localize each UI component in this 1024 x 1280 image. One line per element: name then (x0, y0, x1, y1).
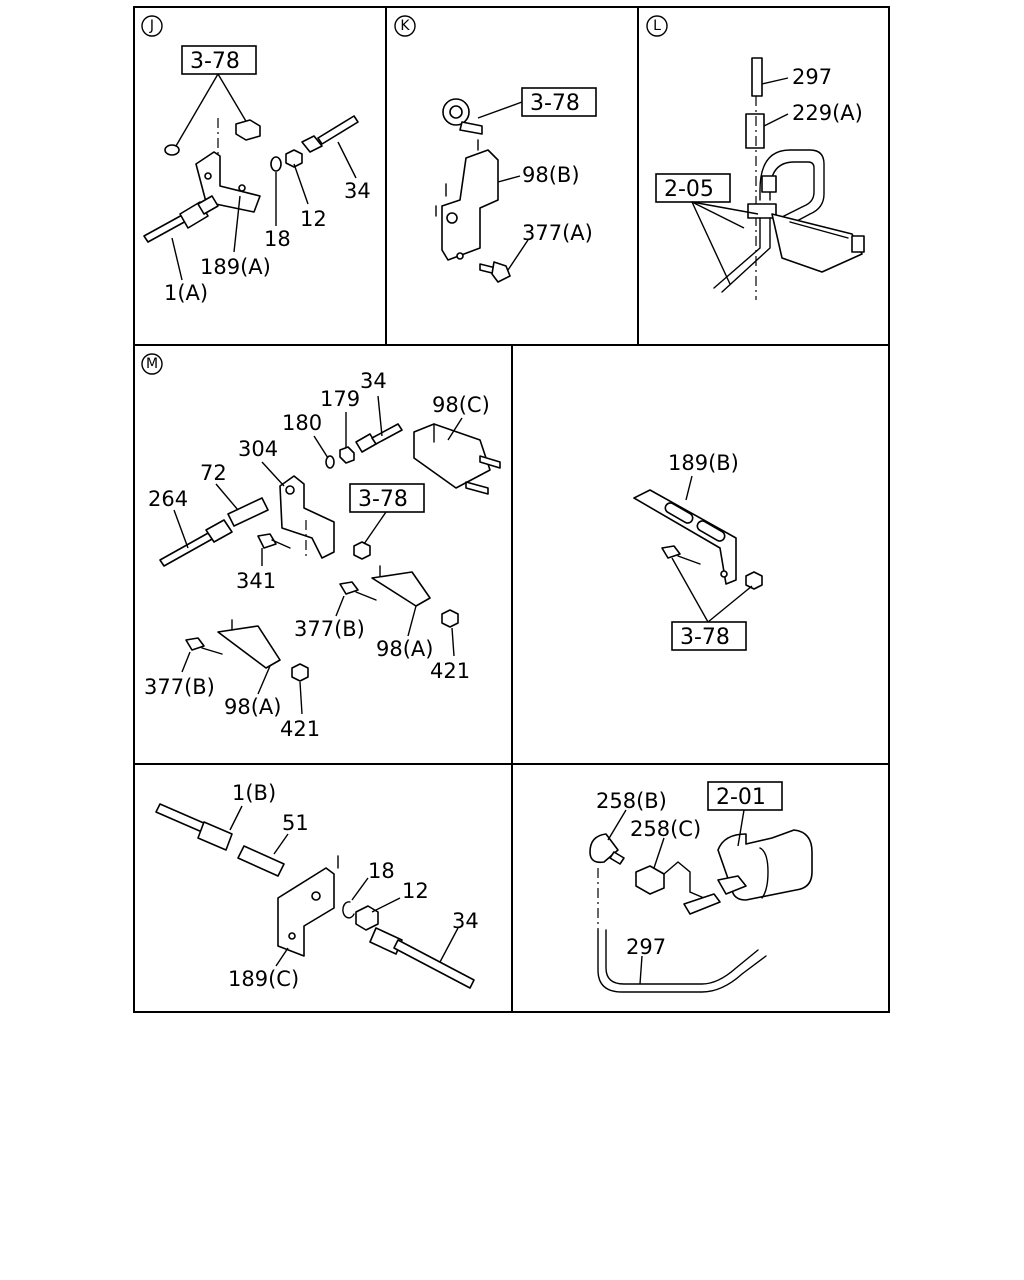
pipe-264 (159, 531, 215, 567)
nut-12 (285, 149, 303, 168)
panel-l: L 2-05 297 229(A) (646, 15, 865, 300)
connector-51 (237, 845, 285, 877)
pipe-run (759, 149, 825, 231)
bracket-189c (277, 867, 335, 957)
bracket-304 (279, 475, 335, 559)
bolt-341 (257, 533, 277, 549)
label-1a: 1(A) (164, 281, 208, 305)
label-12-o: 12 (402, 879, 429, 903)
label-189a: 189(A) (200, 255, 271, 279)
panel-j-ref: 3-78 (190, 49, 240, 74)
bolt-377b-upper (339, 581, 359, 595)
label-18: 18 (264, 227, 291, 251)
connector-229a (745, 113, 765, 149)
label-264: 264 (148, 487, 188, 511)
panel-p-ref: 2-01 (716, 785, 766, 810)
panel-p-ref-box (707, 781, 783, 811)
tube-297-p (597, 929, 767, 993)
label-34: 34 (344, 179, 371, 203)
panel-j-id: J (149, 18, 154, 34)
rod-part (683, 893, 721, 915)
frame-rail (771, 213, 863, 273)
label-304: 304 (238, 437, 278, 461)
panel-k-id: K (400, 18, 410, 34)
bolt-189b (661, 545, 681, 559)
washer-180 (325, 455, 335, 469)
label-179: 179 (320, 387, 360, 411)
panel-n-ref-box (671, 621, 747, 651)
pipe-1a (143, 213, 189, 243)
ring-18 (270, 156, 282, 172)
label-229a: 229(A) (792, 101, 863, 125)
nut-12-o (355, 905, 379, 931)
label-421-lower: 421 (280, 717, 320, 741)
label-1b: 1(B) (232, 781, 276, 805)
label-98a-upper: 98(A) (376, 637, 433, 661)
bracket-98a-lower (217, 625, 281, 669)
ring-18-o (342, 901, 355, 919)
label-189c: 189(C) (228, 967, 299, 991)
label-34-m: 34 (360, 369, 387, 393)
panel-m: M 3-78 (141, 353, 501, 741)
panel-j-ref-box (181, 45, 257, 75)
bracket-98a-upper (371, 571, 431, 607)
label-18-o: 18 (368, 859, 395, 883)
label-34-o: 34 (452, 909, 479, 933)
label-189b: 189(B) (668, 451, 739, 475)
tube-297 (751, 57, 763, 97)
label-377b-upper: 377(B) (294, 617, 365, 641)
label-98c: 98(C) (432, 393, 490, 417)
panel-l-ref: 2-05 (664, 177, 714, 202)
connector-72 (227, 497, 269, 527)
bracket-98b (441, 149, 499, 261)
pipe-1b (155, 803, 207, 833)
panel-p: 2-01 258(B) 258(C) 297 (589, 781, 813, 993)
label-421-upper: 421 (430, 659, 470, 683)
nut-421-lower (291, 663, 309, 682)
panel-m-id: M (146, 356, 158, 372)
diagram-grid (133, 6, 890, 1013)
label-98a-lower: 98(A) (224, 695, 281, 719)
label-341: 341 (236, 569, 276, 593)
label-12: 12 (300, 207, 327, 231)
nut-421-upper (441, 609, 459, 628)
pipe-34 (317, 115, 359, 145)
label-98b: 98(B) (522, 163, 580, 187)
bolt-377b-lower (185, 637, 205, 651)
pipe-34-o (393, 939, 475, 989)
pipe-34-m (371, 423, 403, 445)
label-180: 180 (282, 411, 322, 435)
label-51: 51 (282, 811, 309, 835)
block-258c (635, 865, 665, 895)
nut-179 (339, 446, 355, 464)
panel-k: K 3-78 98(B) 377(A) (394, 15, 597, 283)
label-258b: 258(B) (596, 789, 667, 813)
panel-j: J 3-78 34 12 18 189(A) 1(A) (141, 15, 371, 305)
panel-k-ref-box (521, 87, 597, 117)
panel-n-ref: 3-78 (680, 625, 730, 650)
label-72: 72 (200, 461, 227, 485)
washer-part (164, 144, 180, 156)
label-377a: 377(A) (522, 221, 593, 245)
panel-n: 189(B) 3-78 (633, 451, 763, 651)
panel-l-id: L (653, 18, 661, 34)
nut-189b (745, 571, 763, 590)
panel-m-ref: 3-78 (358, 487, 408, 512)
panel-k-ref: 3-78 (530, 91, 580, 116)
panel-m-ref-box (349, 483, 425, 513)
label-297: 297 (792, 65, 832, 89)
label-258c: 258(C) (630, 817, 701, 841)
label-297-p: 297 (626, 935, 666, 959)
label-377b-lower: 377(B) (144, 675, 215, 699)
bolt-part (235, 119, 261, 141)
panel-o: 1(B) 51 18 12 34 189(C) (155, 781, 479, 991)
